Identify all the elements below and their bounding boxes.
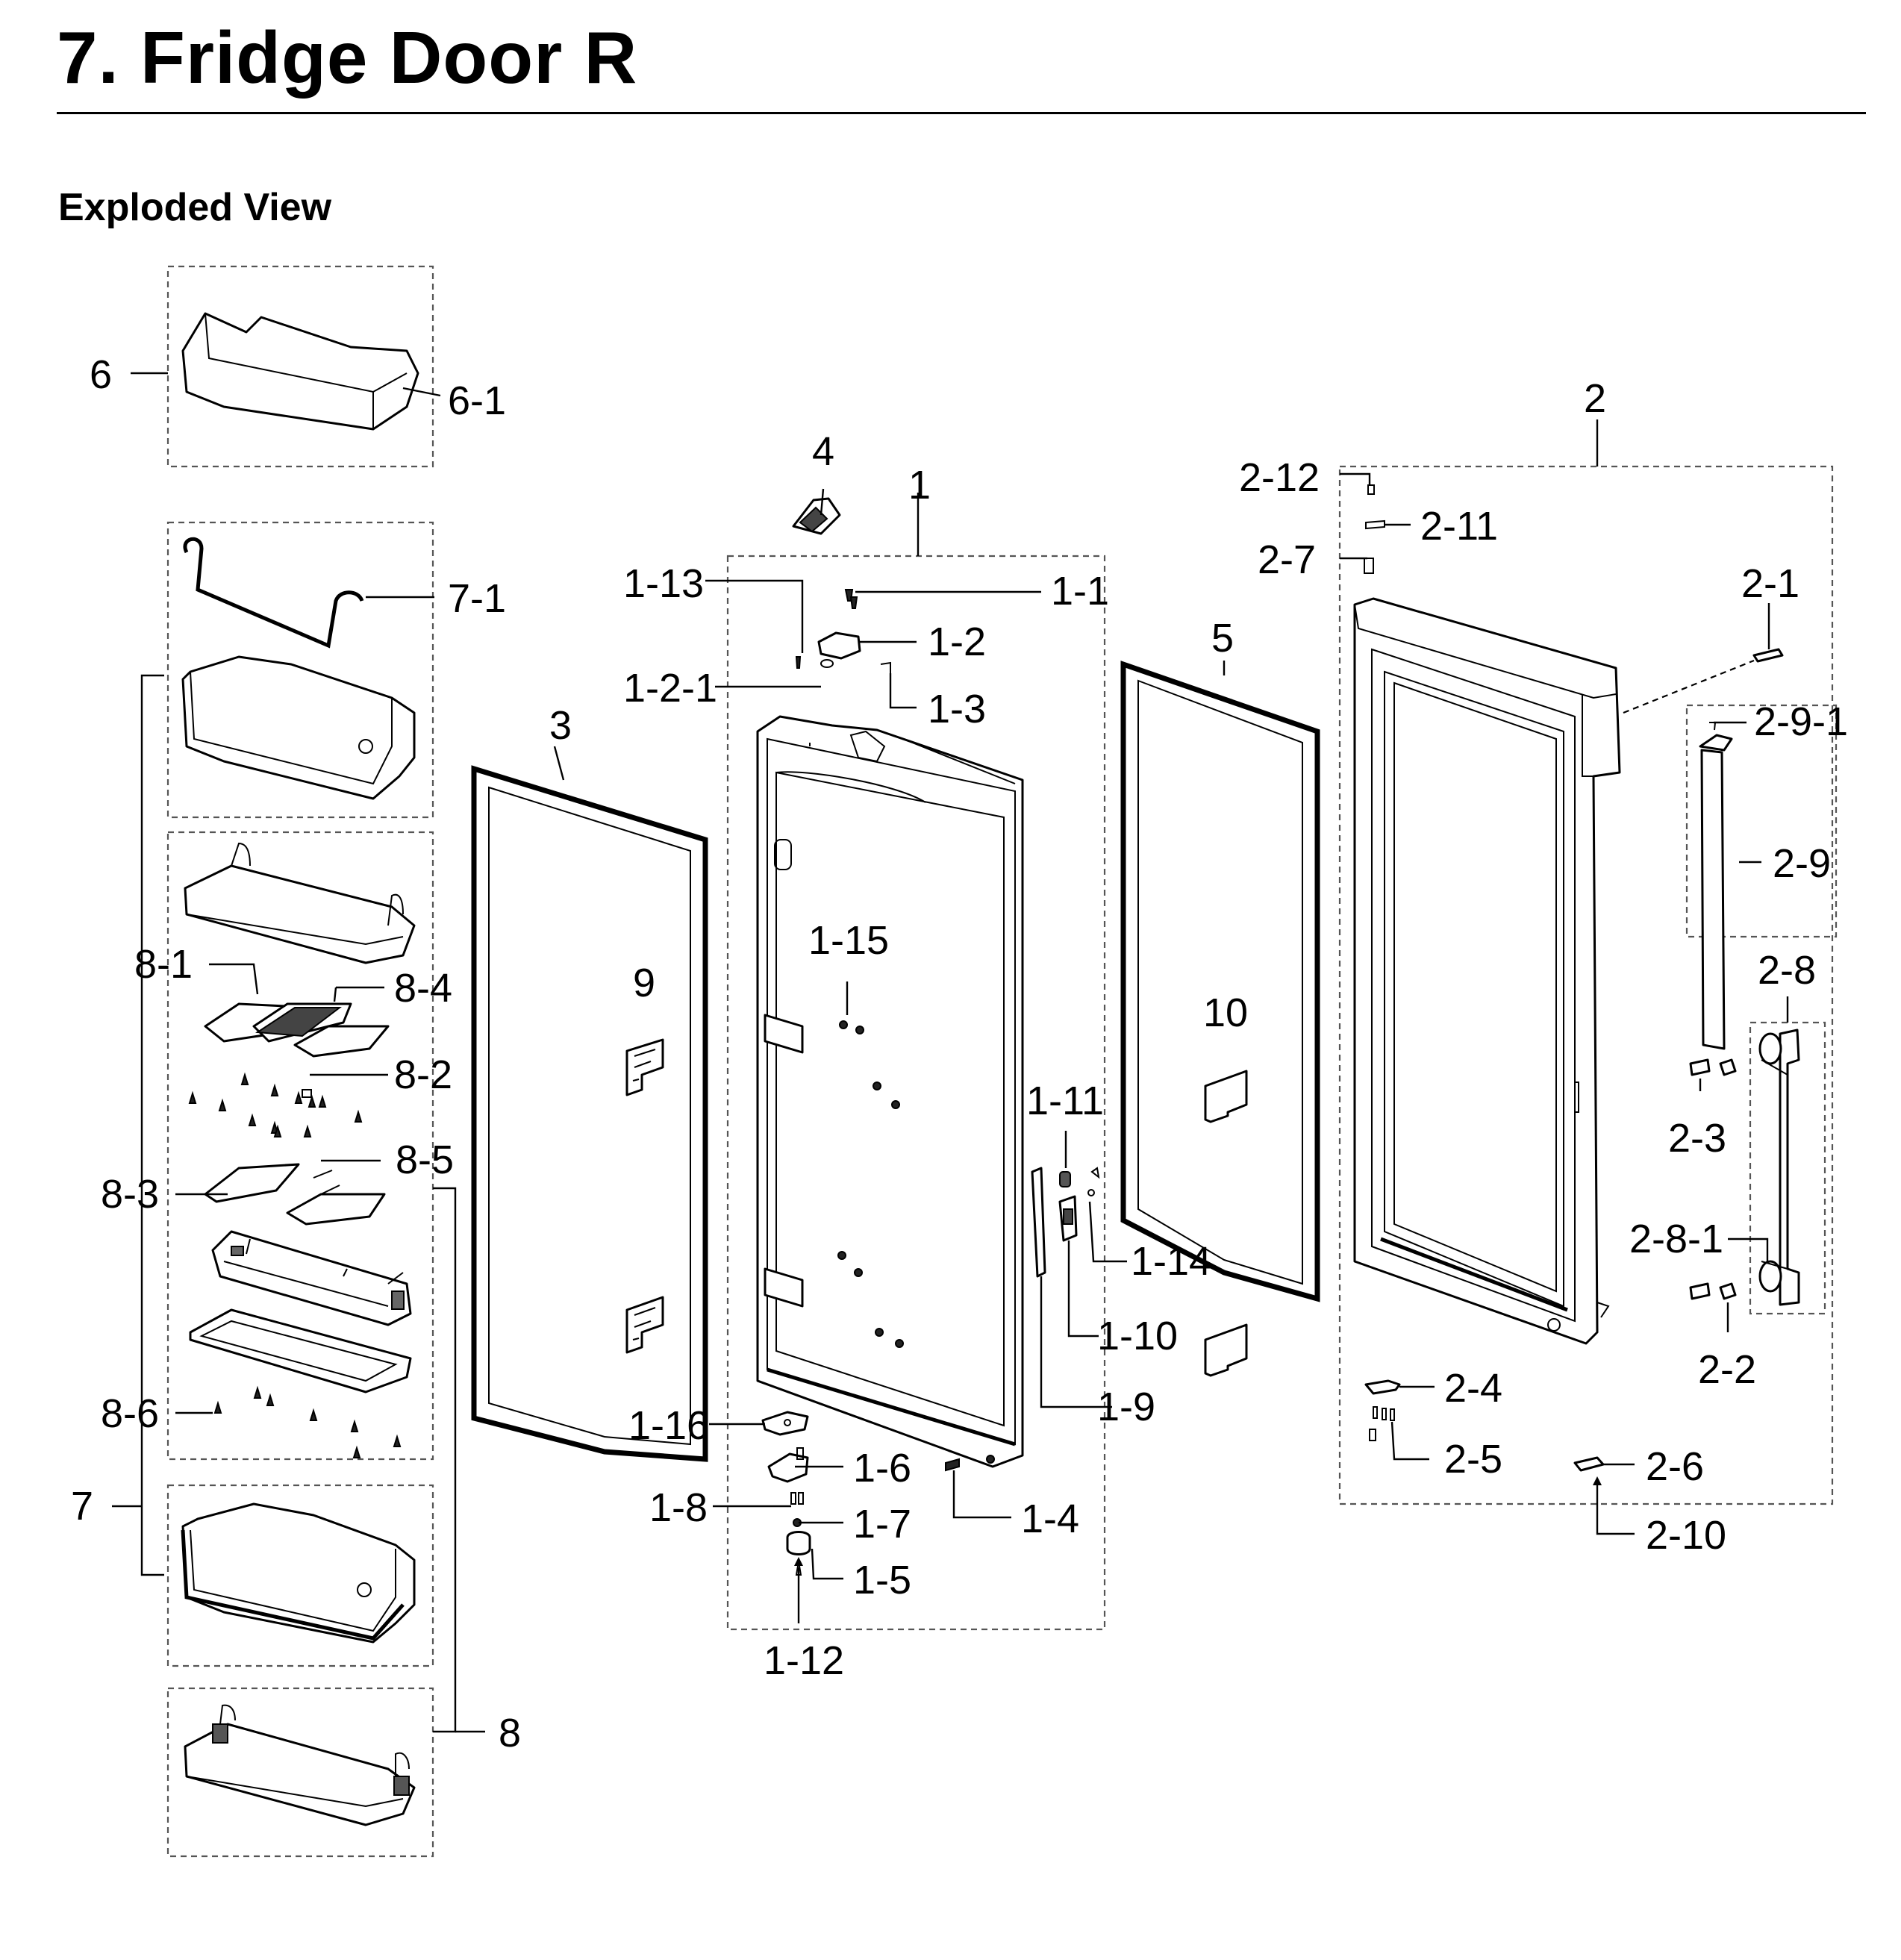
screws-8-6 bbox=[213, 1385, 402, 1458]
shelf-mechanism bbox=[211, 1230, 412, 1326]
callout-2-9: 2-9 bbox=[1773, 841, 1831, 886]
callout-labels: 6 6-1 7-1 8-1 8-4 8-2 8-3 8-5 8-6 7 8 3 … bbox=[71, 352, 1848, 1755]
handle-2-9-box bbox=[1685, 704, 1838, 938]
callout-6-1: 6-1 bbox=[448, 378, 506, 423]
page-title: 7. Fridge Door R bbox=[57, 16, 638, 99]
shelf-8-box bbox=[166, 1687, 434, 1858]
bracket-7 bbox=[140, 674, 164, 1576]
callout-1-4: 1-4 bbox=[1021, 1496, 1079, 1541]
callout-1-8: 1-8 bbox=[649, 1485, 708, 1530]
hinge-9 bbox=[625, 1038, 664, 1354]
top-hinge-parts bbox=[795, 589, 891, 673]
door-liner-1 bbox=[756, 715, 1024, 1468]
callout-6: 6 bbox=[90, 352, 112, 397]
callout-8-3: 8-3 bbox=[101, 1172, 159, 1217]
callout-2-7: 2-7 bbox=[1258, 537, 1316, 582]
callout-2-8: 2-8 bbox=[1758, 948, 1816, 993]
callout-2: 2 bbox=[1584, 376, 1606, 421]
gasket-5 bbox=[1120, 661, 1320, 1302]
callout-2-6: 2-6 bbox=[1646, 1444, 1704, 1489]
group-7-box bbox=[166, 521, 434, 819]
door-bin-7 bbox=[181, 1502, 416, 1644]
callout-1-2: 1-2 bbox=[928, 619, 986, 664]
screws-8-2 bbox=[188, 1072, 363, 1137]
shelf-tray bbox=[189, 1308, 412, 1393]
hinge-pin-2-1 bbox=[1752, 648, 1784, 663]
door-bin-6 bbox=[181, 312, 419, 431]
callout-1-9: 1-9 bbox=[1097, 1385, 1155, 1429]
callout-8-5: 8-5 bbox=[396, 1137, 454, 1182]
callout-2-1: 2-1 bbox=[1741, 561, 1799, 606]
hinge-cover-4 bbox=[792, 497, 841, 535]
fasteners-2-2-2-3 bbox=[1689, 1058, 1737, 1300]
callout-1-15: 1-15 bbox=[808, 918, 889, 963]
callout-4: 4 bbox=[812, 429, 834, 474]
top-parts-2 bbox=[1364, 484, 1385, 574]
callout-2-4: 2-4 bbox=[1444, 1366, 1502, 1411]
callout-1-14: 1-14 bbox=[1131, 1239, 1211, 1284]
callout-1-5: 1-5 bbox=[853, 1558, 911, 1602]
leader-lines bbox=[112, 372, 1789, 1733]
rail-7-1 bbox=[183, 537, 364, 649]
group-8-inner-box bbox=[166, 831, 434, 1461]
callout-2-8-1: 2-8-1 bbox=[1629, 1217, 1723, 1261]
callout-2-9-1: 2-9-1 bbox=[1754, 699, 1848, 744]
shelf-8-upper bbox=[184, 842, 416, 964]
bracket-8 bbox=[433, 1187, 457, 1733]
door-stop-parts bbox=[1031, 1167, 1100, 1278]
callout-2-10: 2-10 bbox=[1646, 1513, 1726, 1558]
callout-1-11: 1-11 bbox=[1026, 1079, 1104, 1123]
callout-8: 8 bbox=[499, 1711, 521, 1755]
shelf-8 bbox=[184, 1704, 416, 1826]
callout-1-10: 1-10 bbox=[1097, 1314, 1178, 1358]
gasket-3 bbox=[471, 765, 708, 1462]
callout-9: 9 bbox=[633, 961, 655, 1005]
door-bin-7-upper bbox=[181, 655, 416, 800]
callout-1-16: 1-16 bbox=[628, 1403, 709, 1448]
callout-7: 7 bbox=[71, 1484, 93, 1529]
callout-1-12: 1-12 bbox=[764, 1638, 844, 1683]
callout-8-6: 8-6 bbox=[101, 1391, 159, 1436]
callout-1-7: 1-7 bbox=[853, 1502, 911, 1547]
callout-2-11: 2-11 bbox=[1420, 504, 1498, 549]
group-2-box bbox=[1338, 465, 1834, 1505]
callout-8-2: 8-2 bbox=[394, 1052, 452, 1097]
callout-8-4: 8-4 bbox=[394, 966, 452, 1011]
callout-1-3: 1-3 bbox=[928, 687, 986, 731]
hinge-10 bbox=[1204, 1070, 1248, 1377]
section-title: Exploded View bbox=[58, 186, 332, 229]
bottom-hinge-parts bbox=[761, 1411, 960, 1576]
callout-1-2-1: 1-2-1 bbox=[623, 666, 717, 711]
callout-1: 1 bbox=[908, 463, 931, 508]
brackets-8-1-8-4 bbox=[204, 1002, 390, 1058]
bins-column bbox=[140, 265, 457, 1858]
callout-1-6: 1-6 bbox=[853, 1446, 911, 1491]
plates-8-3-8-5 bbox=[204, 1163, 386, 1226]
group-6-box bbox=[166, 265, 434, 468]
callout-7-1: 7-1 bbox=[448, 576, 506, 621]
callout-10: 10 bbox=[1203, 990, 1248, 1035]
callout-2-12: 2-12 bbox=[1239, 455, 1320, 500]
callout-2-3: 2-3 bbox=[1668, 1116, 1726, 1161]
callout-1-13: 1-13 bbox=[623, 561, 704, 606]
callout-1-1: 1-1 bbox=[1051, 569, 1109, 614]
door-assy-2 bbox=[1353, 597, 1621, 1345]
callout-5: 5 bbox=[1211, 616, 1234, 661]
callout-8-1: 8-1 bbox=[134, 942, 193, 987]
bin-7-box bbox=[166, 1484, 434, 1667]
title-rule bbox=[57, 112, 1866, 114]
callout-3: 3 bbox=[549, 703, 572, 748]
callout-2-2: 2-2 bbox=[1698, 1347, 1756, 1392]
handle-2-9 bbox=[1699, 722, 1733, 1050]
group-1-box bbox=[726, 555, 1106, 1631]
callout-2-5: 2-5 bbox=[1444, 1437, 1502, 1482]
handle-2-8 bbox=[1758, 1029, 1800, 1306]
